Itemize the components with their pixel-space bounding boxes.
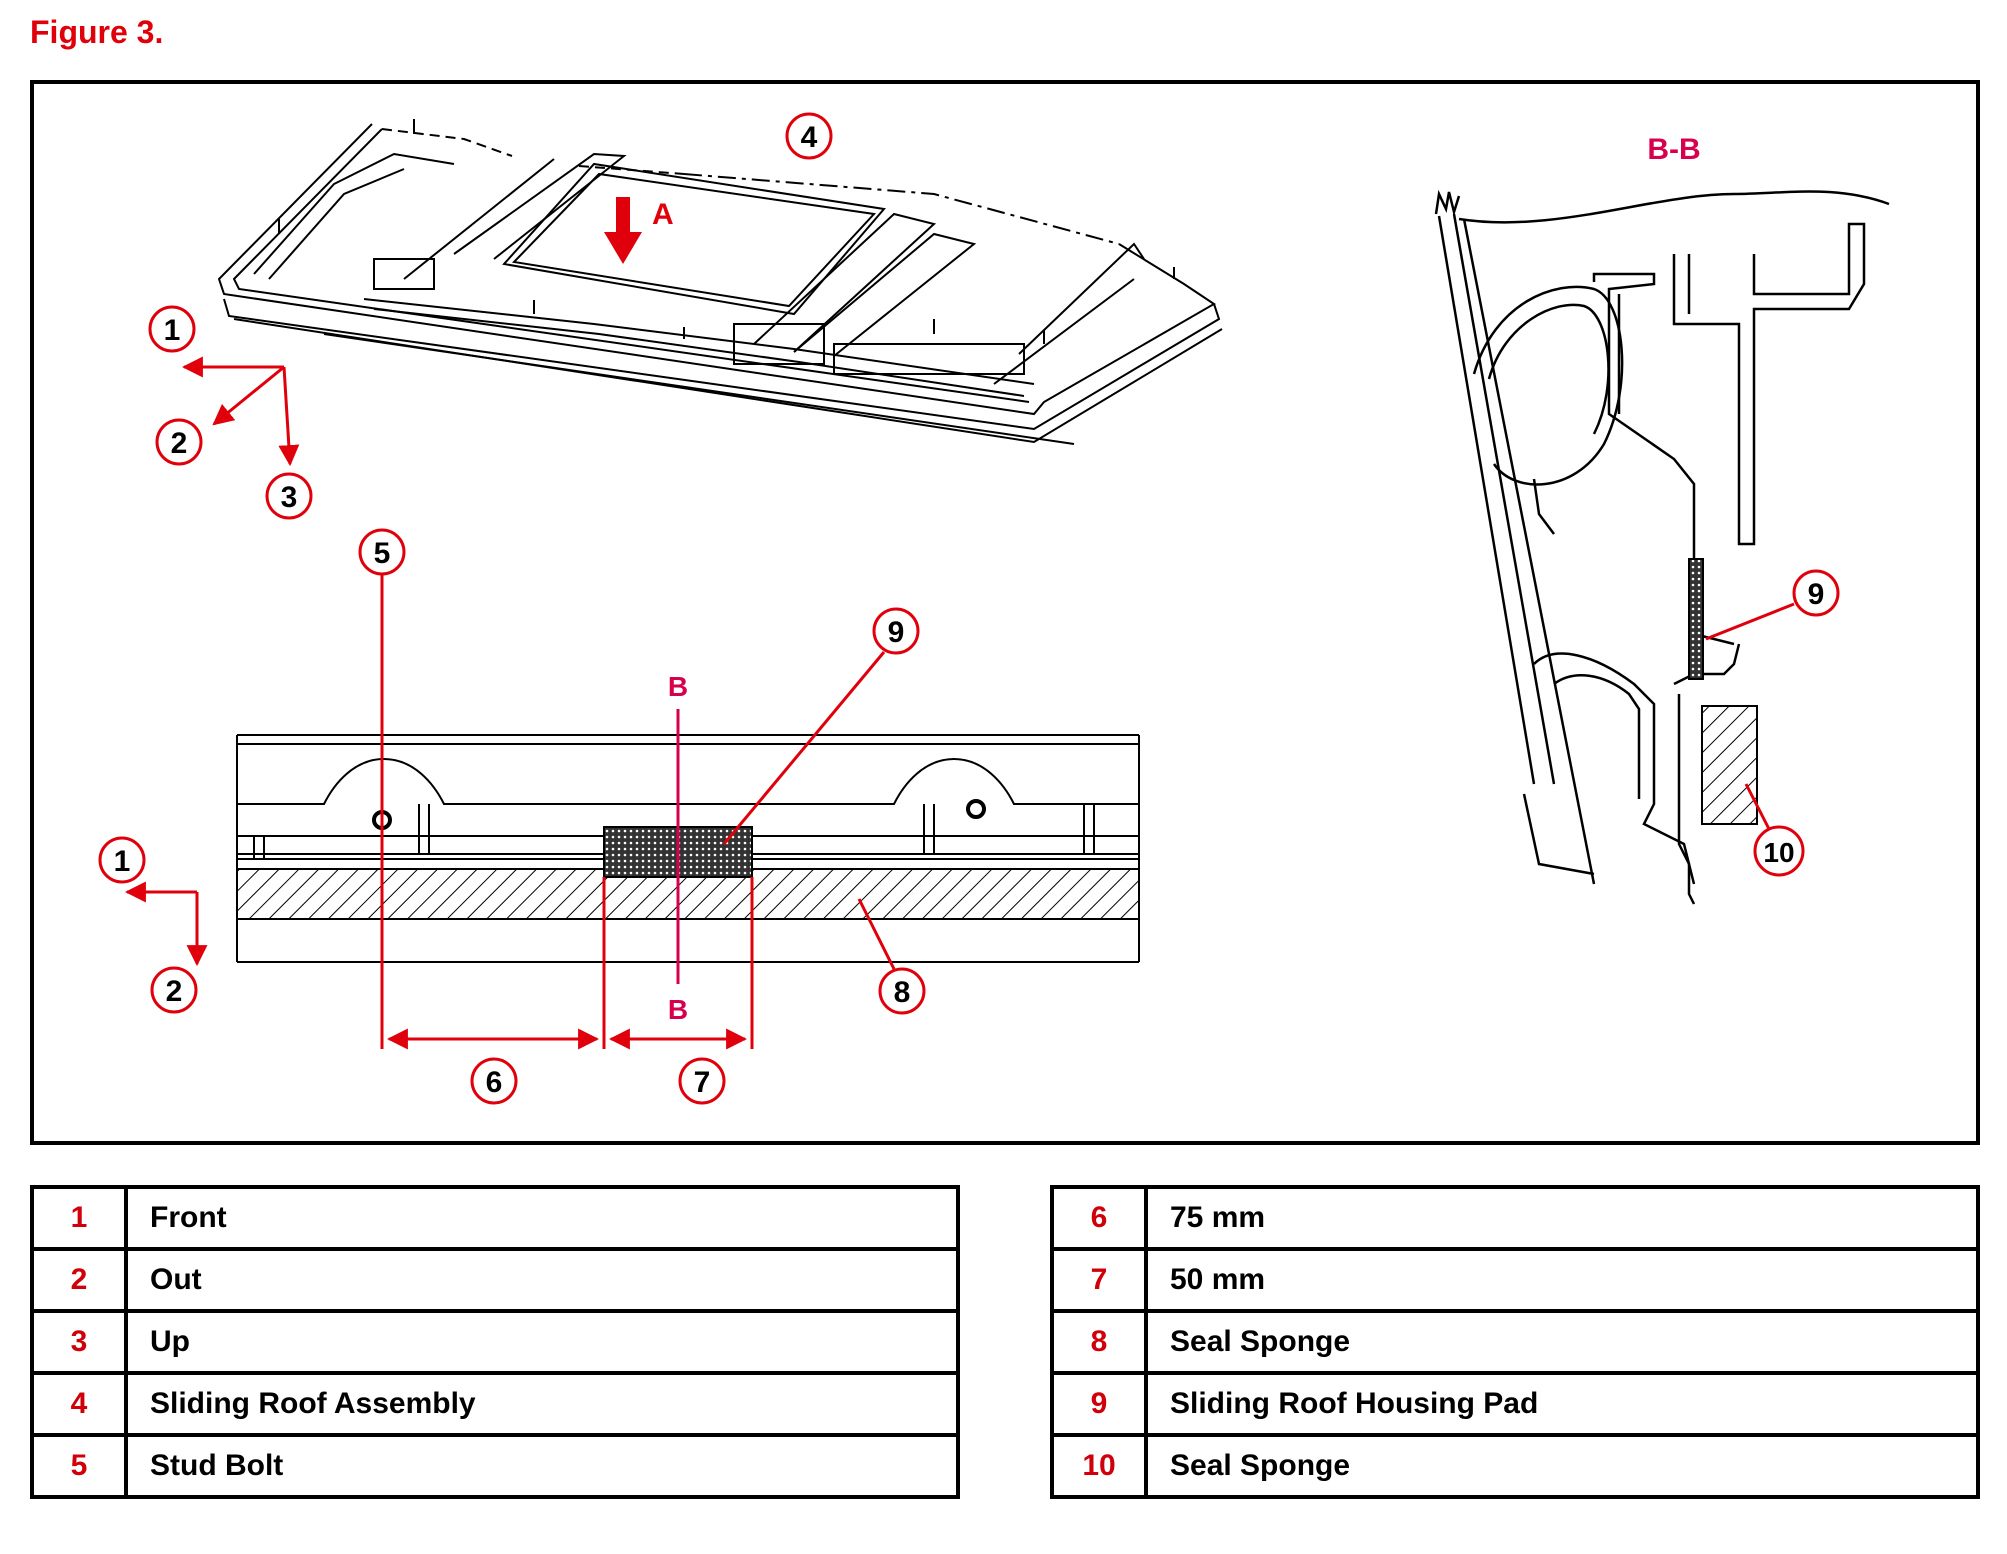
svg-text:3: 3 — [281, 481, 298, 514]
arrow-a-label: A — [652, 198, 674, 231]
legend-text: Front — [124, 1185, 960, 1251]
callout-1-bottom: 1 — [98, 836, 146, 884]
svg-text:9: 9 — [1808, 578, 1825, 611]
callout-10: 10 — [1753, 825, 1805, 877]
callout-1-top: 1 — [148, 305, 196, 353]
legend-number: 7 — [1050, 1247, 1148, 1313]
svg-text:2: 2 — [171, 427, 188, 460]
legend-row: 9 Sliding Roof Housing Pad — [1050, 1371, 1980, 1437]
legend-number: 8 — [1050, 1309, 1148, 1375]
svg-text:8: 8 — [894, 976, 911, 1009]
diagram-canvas: A 4 1 2 3 — [98, 112, 1890, 1105]
legend-row: 5 Stud Bolt — [30, 1433, 960, 1499]
figure-title: Figure 3. — [30, 14, 164, 50]
callout-3-top: 3 — [265, 472, 313, 520]
legend-number: 2 — [30, 1247, 128, 1313]
legend-text: 75 mm — [1144, 1185, 1980, 1251]
callout-6: 6 — [470, 1057, 518, 1105]
legend-row: 7 50 mm — [1050, 1247, 1980, 1313]
legend-row: 10 Seal Sponge — [1050, 1433, 1980, 1499]
orientation-arrows-bottom — [124, 881, 208, 967]
legend-text: Up — [124, 1309, 960, 1375]
seal-sponge-section — [1701, 705, 1758, 825]
legend-number: 6 — [1050, 1185, 1148, 1251]
svg-text:1: 1 — [114, 845, 131, 878]
legend-text: Stud Bolt — [124, 1433, 960, 1499]
legend-number: 1 — [30, 1185, 128, 1251]
legend-row: 8 Seal Sponge — [1050, 1309, 1980, 1375]
legend-row: 2 Out — [30, 1247, 960, 1313]
svg-text:2: 2 — [166, 975, 183, 1008]
svg-text:1: 1 — [164, 314, 181, 347]
stud-bolt-right — [966, 799, 986, 819]
section-b-top-label: B — [668, 671, 688, 702]
svg-text:5: 5 — [374, 537, 391, 570]
svg-text:10: 10 — [1763, 837, 1794, 868]
legend-text: Seal Sponge — [1144, 1433, 1980, 1499]
dimension-lines — [380, 574, 896, 1050]
legend-number: 10 — [1050, 1433, 1148, 1499]
legend-table-right: 6 75 mm 7 50 mm 8 Seal Sponge 9 Sliding … — [1050, 1185, 1980, 1499]
legend-number: 9 — [1050, 1371, 1148, 1437]
legend-row: 3 Up — [30, 1309, 960, 1375]
legend-row: 1 Front — [30, 1185, 960, 1251]
legend-text: 50 mm — [1144, 1247, 1980, 1313]
legend-text: Sliding Roof Housing Pad — [1144, 1371, 1980, 1437]
callout-8: 8 — [878, 967, 926, 1015]
orientation-arrows-top — [181, 356, 300, 467]
legend-table-left: 1 Front 2 Out 3 Up 4 Sliding Roof Assemb… — [30, 1185, 960, 1499]
legend-number: 3 — [30, 1309, 128, 1375]
svg-text:4: 4 — [801, 121, 818, 154]
svg-text:9: 9 — [888, 616, 905, 649]
section-bb-drawing — [1434, 189, 1890, 905]
legend-row: 4 Sliding Roof Assembly — [30, 1371, 960, 1437]
legend-number: 5 — [30, 1433, 128, 1499]
view-arrow-a: A — [604, 197, 674, 264]
callout-2-bottom: 2 — [150, 966, 198, 1014]
sliding-roof-assembly-drawing — [217, 119, 1223, 445]
seal-sponge-strip — [236, 868, 1140, 920]
callout-5: 5 — [358, 528, 406, 576]
section-b-bottom-label: B — [668, 994, 688, 1025]
callout-4: 4 — [785, 112, 833, 160]
legend-text: Out — [124, 1247, 960, 1313]
svg-text:6: 6 — [486, 1066, 503, 1099]
callout-9-section: 9 — [1792, 569, 1840, 617]
callout-7: 7 — [678, 1057, 726, 1105]
section-bb-label: B-B — [1647, 133, 1700, 166]
legend-number: 4 — [30, 1371, 128, 1437]
housing-pad-section — [1688, 558, 1704, 680]
legend-text: Seal Sponge — [1144, 1309, 1980, 1375]
legend-text: Sliding Roof Assembly — [124, 1371, 960, 1437]
svg-text:7: 7 — [694, 1066, 711, 1099]
section-leaders — [1705, 602, 1795, 830]
callout-9-detail: 9 — [872, 607, 920, 655]
callout-2-top: 2 — [155, 418, 203, 466]
legend-row: 6 75 mm — [1050, 1185, 1980, 1251]
diagram-frame: A 4 1 2 3 — [30, 80, 1980, 1145]
